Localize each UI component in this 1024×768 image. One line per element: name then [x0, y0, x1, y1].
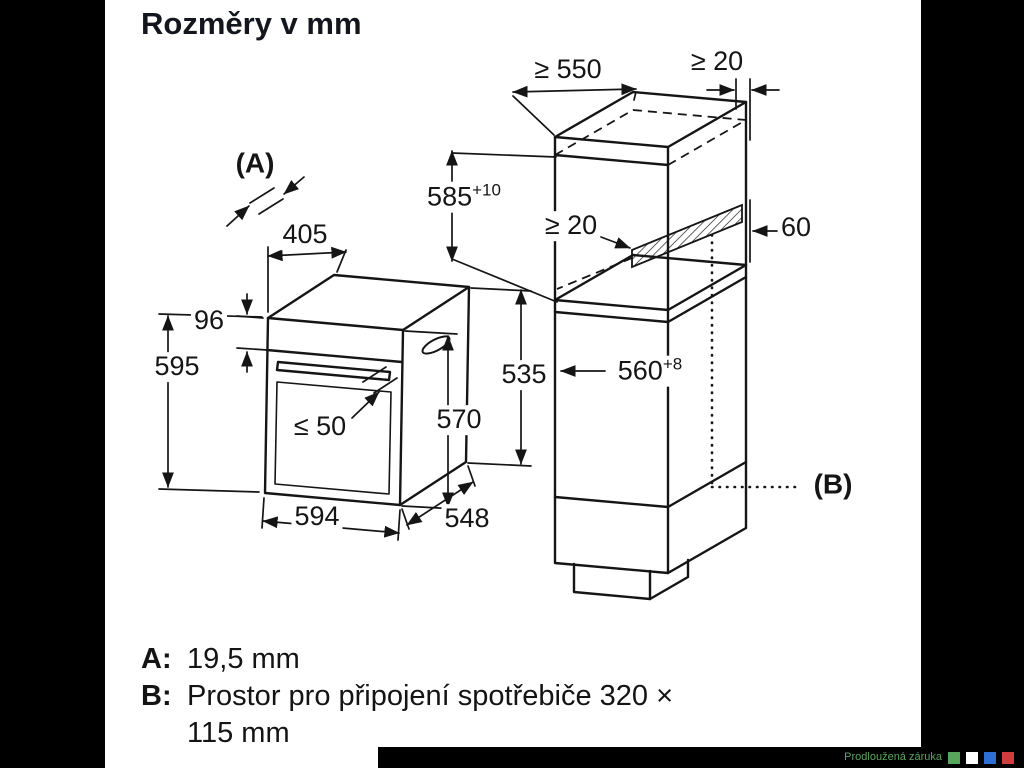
note-b: B: Prostor pro připojení spotřebiče 320 × [141, 678, 673, 715]
notes-block: A: 19,5 mm B: Prostor pro připojení spotře… [141, 641, 673, 752]
dim-label-60: 60 [777, 212, 815, 243]
note-b-value-line1: Prostor pro připojení spotřebiče 320 × [187, 680, 674, 712]
page-title: Rozměry v mm [141, 6, 362, 41]
note-a: A: 19,5 mm [141, 641, 673, 678]
footer-mark-white [966, 751, 978, 764]
dim-label-548: 548 [441, 503, 493, 534]
dim-label-560-tolerance: +8 [662, 354, 683, 374]
note-a-key: A: [141, 643, 172, 675]
dim-label-585-tolerance: +10 [472, 180, 501, 200]
dim-label-min550: ≥ 550 [531, 54, 605, 85]
letterbox-left [0, 0, 105, 768]
dim-label-594: 594 [291, 501, 343, 532]
footer-watermark-strip: Prodloužená záruka [378, 747, 1024, 768]
dim-label-570: 570 [433, 404, 485, 435]
dim-label-535: 535 [498, 359, 550, 390]
dim-label-min20-top: ≥ 20 [687, 46, 747, 77]
footer-mark-red [1002, 751, 1014, 764]
marker-label-b: (B) [810, 469, 856, 501]
dim-label-96: 96 [190, 305, 228, 336]
dim-label-max50: ≤ 50 [290, 411, 350, 442]
dim-label-min20-inner: ≥ 20 [541, 210, 601, 241]
note-b-continued: 115 mm [141, 715, 673, 752]
dim-label-405: 405 [279, 219, 331, 250]
footer-mark-green [948, 751, 960, 764]
marker-label-a: (A) [232, 148, 278, 180]
note-b-value-line2: 115 mm [187, 717, 290, 749]
letterbox-right [921, 0, 1024, 768]
dim-label-585: 585+10 [424, 180, 504, 213]
dim-label-595: 595 [151, 351, 203, 382]
note-b-key: B: [141, 680, 172, 712]
note-a-value: 19,5 mm [187, 643, 300, 675]
dim-label-560: 560+8 [614, 354, 686, 387]
footer-watermark-text: Prodloužená záruka [844, 751, 942, 763]
footer-mark-blue [984, 751, 996, 764]
